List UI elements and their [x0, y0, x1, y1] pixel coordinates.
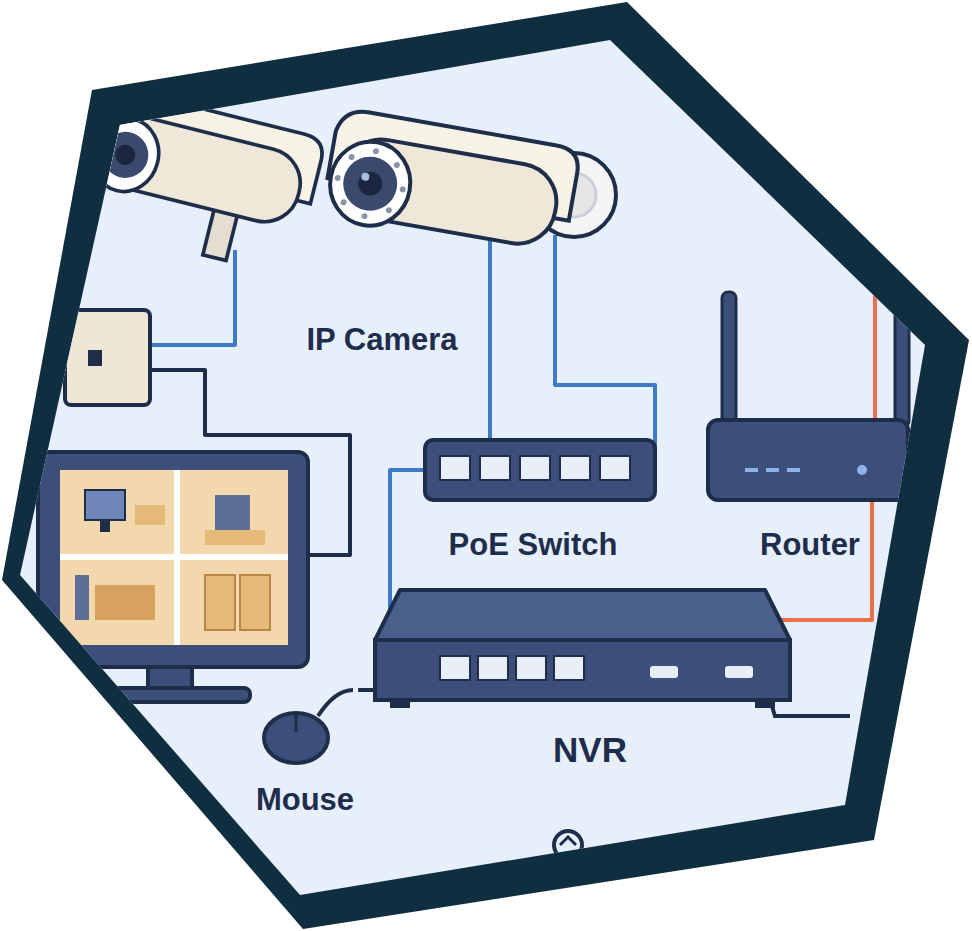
poe-switch: [425, 440, 655, 500]
device-node: IP Camera: [295, 135, 605, 365]
cable-connector: [358, 688, 375, 692]
device-node: NVR: [375, 585, 795, 775]
devices: [38, 85, 909, 859]
bottom-icon: [554, 831, 582, 859]
device-label: Router: [760, 528, 860, 562]
device-label: Mouse: [256, 783, 354, 817]
cable-connector: [390, 470, 420, 585]
device-label: PoE Switch: [449, 528, 618, 562]
device-node: Mouse: [250, 680, 358, 822]
cable-connector: [555, 365, 655, 435]
router: [708, 270, 909, 566]
ip-camera: [321, 107, 582, 260]
monitor: [38, 452, 308, 702]
device-label: IP Camera: [306, 323, 457, 357]
wall-box-port: [88, 350, 102, 366]
left-camera: [73, 85, 326, 277]
mouse: [264, 690, 353, 763]
device-label: NVR: [553, 731, 627, 770]
camera-cables: [390, 235, 655, 612]
cable-connector: [488, 365, 492, 435]
hexagon-ground: [20, 40, 925, 895]
wall-box: [65, 310, 150, 405]
device-node: PoE Switch: [420, 435, 660, 566]
cable-connector: [795, 566, 872, 620]
device-node: Router: [700, 285, 880, 566]
nvr: [375, 590, 850, 716]
